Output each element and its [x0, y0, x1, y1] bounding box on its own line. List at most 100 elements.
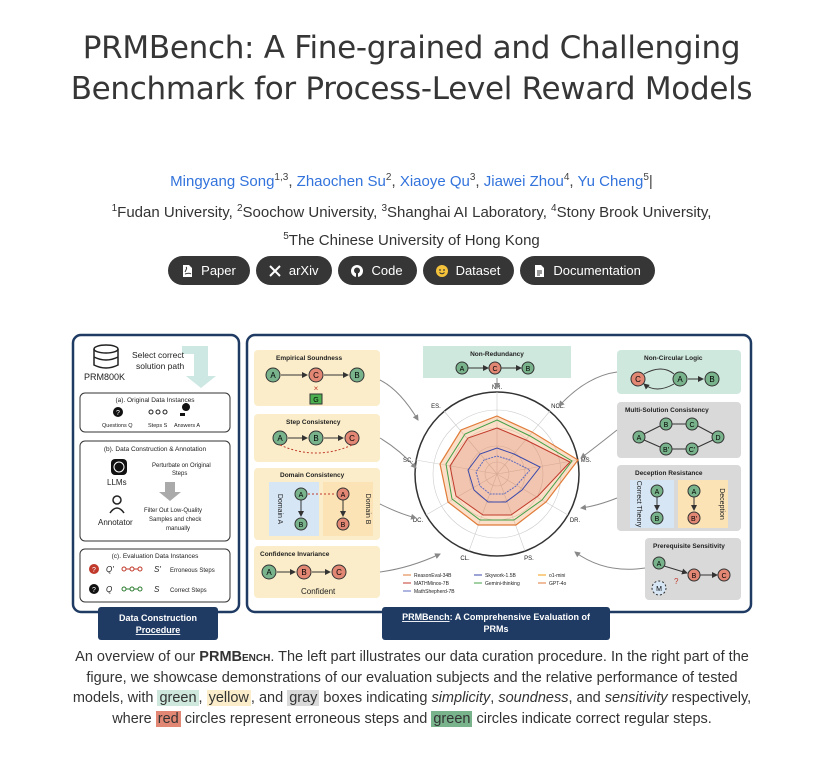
select-text: Select correct — [132, 350, 185, 360]
x-logo-icon — [269, 264, 281, 277]
dataset-label: Dataset — [455, 263, 501, 278]
arxiv-button[interactable]: arXiv — [255, 256, 333, 285]
svg-text:C: C — [336, 568, 342, 577]
svg-text:Non-Circular Logic: Non-Circular Logic — [644, 355, 703, 362]
svg-text:ReasonEval-34B: ReasonEval-34B — [414, 573, 452, 579]
svg-text:DC.: DC. — [413, 518, 424, 524]
svg-text:Deception Resistance: Deception Resistance — [635, 470, 703, 477]
author-sup: 1,3 — [274, 172, 289, 183]
svg-text:Correct Steps: Correct Steps — [170, 588, 207, 594]
author-sup: 3 — [469, 172, 476, 183]
svg-text:Q': Q' — [106, 565, 114, 574]
svg-text:A: A — [266, 568, 272, 577]
svg-text:Confident: Confident — [301, 587, 336, 596]
source-label: PRM800K — [84, 372, 125, 382]
svg-text:A: A — [657, 561, 662, 568]
svg-text:G: G — [313, 397, 318, 404]
svg-text:Gemini-thinking: Gemini-thinking — [485, 581, 520, 587]
svg-text:Empirical Soundness: Empirical Soundness — [276, 355, 342, 362]
svg-text:Q: Q — [106, 585, 112, 594]
svg-text:D: D — [715, 435, 720, 442]
svg-text:Multi-Solution Consistency: Multi-Solution Consistency — [625, 407, 709, 414]
svg-text:Step Consistency: Step Consistency — [286, 419, 341, 426]
svg-text:PRMs: PRMs — [483, 624, 508, 634]
svg-text:Samples and check: Samples and check — [149, 517, 202, 523]
svg-text:Annotator: Annotator — [98, 518, 133, 527]
svg-text:PRMBench: A Comprehensive Eval: PRMBench: A Comprehensive Evaluation of — [402, 612, 591, 622]
svg-text:C: C — [313, 371, 319, 380]
overview-figure: PRM800K Select correct solution path (a)… — [71, 333, 753, 640]
code-button[interactable]: Code — [338, 256, 417, 285]
paper-button[interactable]: Paper — [168, 256, 250, 285]
svg-text:o1-mini: o1-mini — [549, 573, 565, 579]
svg-text:S: S — [154, 585, 160, 594]
svg-text:B: B — [313, 434, 318, 443]
svg-text:C': C' — [689, 447, 695, 454]
svg-text:A: A — [655, 489, 660, 496]
svg-text:A: A — [460, 366, 465, 373]
svg-text:×: × — [314, 384, 319, 393]
svg-text:?: ? — [116, 410, 120, 417]
svg-text:B: B — [354, 371, 359, 380]
svg-text:Perturbate on Original: Perturbate on Original — [152, 463, 211, 469]
svg-text:?: ? — [92, 567, 96, 574]
data-construction-panel: PRM800K Select correct solution path (a)… — [71, 333, 241, 640]
svg-text:B: B — [299, 522, 304, 529]
svg-text:Deception: Deception — [718, 488, 725, 520]
svg-text:Data Construction: Data Construction — [119, 613, 197, 623]
dataset-button[interactable]: Dataset — [422, 256, 515, 285]
svg-text:A: A — [277, 434, 283, 443]
svg-text:A: A — [637, 435, 642, 442]
figure-caption: An overview of our PRMBench. The left pa… — [72, 649, 752, 727]
svg-text:B: B — [692, 573, 697, 580]
svg-text:C: C — [349, 434, 355, 443]
author-link[interactable]: Xiaoye Qu — [399, 173, 470, 190]
svg-text:solution path: solution path — [136, 361, 184, 371]
svg-text:B: B — [709, 375, 714, 384]
svg-text:Domain Consistency: Domain Consistency — [280, 472, 345, 479]
affiliation: Stony Brook University — [556, 204, 708, 221]
svg-text:A: A — [341, 492, 346, 499]
svg-text:Questions Q: Questions Q — [102, 423, 133, 429]
svg-text:Non-Redundancy: Non-Redundancy — [470, 351, 524, 358]
radar-chart: NR. NCL. MS. DR. PS. CL. DC. SC. ES. Rea… — [403, 385, 592, 595]
code-label: Code — [371, 263, 403, 278]
svg-text:B: B — [301, 568, 306, 577]
svg-text:manually: manually — [166, 526, 190, 532]
svg-text:LLMs: LLMs — [107, 478, 127, 487]
author-link[interactable]: Jiawei Zhou — [483, 173, 564, 190]
svg-text:Skywork-1.5B: Skywork-1.5B — [485, 573, 517, 579]
svg-text:CL.: CL. — [460, 556, 470, 562]
paper-label: Paper — [201, 263, 236, 278]
document-icon — [535, 264, 545, 277]
svg-text:B: B — [655, 516, 660, 523]
svg-text:A: A — [692, 489, 697, 496]
author-sup: 4 — [563, 172, 570, 183]
svg-text:MATHMinos-7B: MATHMinos-7B — [414, 581, 450, 587]
database-icon — [93, 344, 119, 369]
affiliation: Shanghai AI Laboratory — [387, 204, 543, 221]
documentation-label: Documentation — [553, 263, 641, 278]
svg-text:C: C — [721, 573, 726, 580]
svg-text:MS.: MS. — [581, 458, 592, 464]
link-buttons: Paper arXiv Code Dataset Documentation — [0, 256, 823, 285]
svg-text:B: B — [341, 522, 346, 529]
svg-text:C: C — [689, 422, 694, 429]
svg-text:ES.: ES. — [431, 404, 441, 410]
author-link[interactable]: Zhaochen Su — [296, 173, 386, 190]
documentation-button[interactable]: Documentation — [520, 256, 655, 285]
svg-text:Domain A: Domain A — [276, 494, 283, 525]
a-title: (a). Original Data Instances — [115, 397, 195, 404]
svg-text:Prerequisite Sensitivity: Prerequisite Sensitivity — [653, 543, 725, 550]
svg-text:S': S' — [154, 565, 161, 574]
huggingface-icon — [435, 264, 448, 277]
affiliation: Fudan University — [117, 204, 229, 221]
svg-text:B: B — [664, 422, 669, 429]
svg-text:C: C — [635, 375, 641, 384]
svg-text:A: A — [270, 371, 276, 380]
page-title: PRMBench: A Fine-grained and Challenging… — [70, 30, 753, 107]
author-link[interactable]: Yu Cheng — [577, 173, 644, 190]
svg-text:PS.: PS. — [524, 556, 534, 562]
svg-text:(b). Data Construction & Annot: (b). Data Construction & Annotation — [104, 446, 207, 453]
author-link[interactable]: Mingyang Song — [170, 173, 275, 190]
